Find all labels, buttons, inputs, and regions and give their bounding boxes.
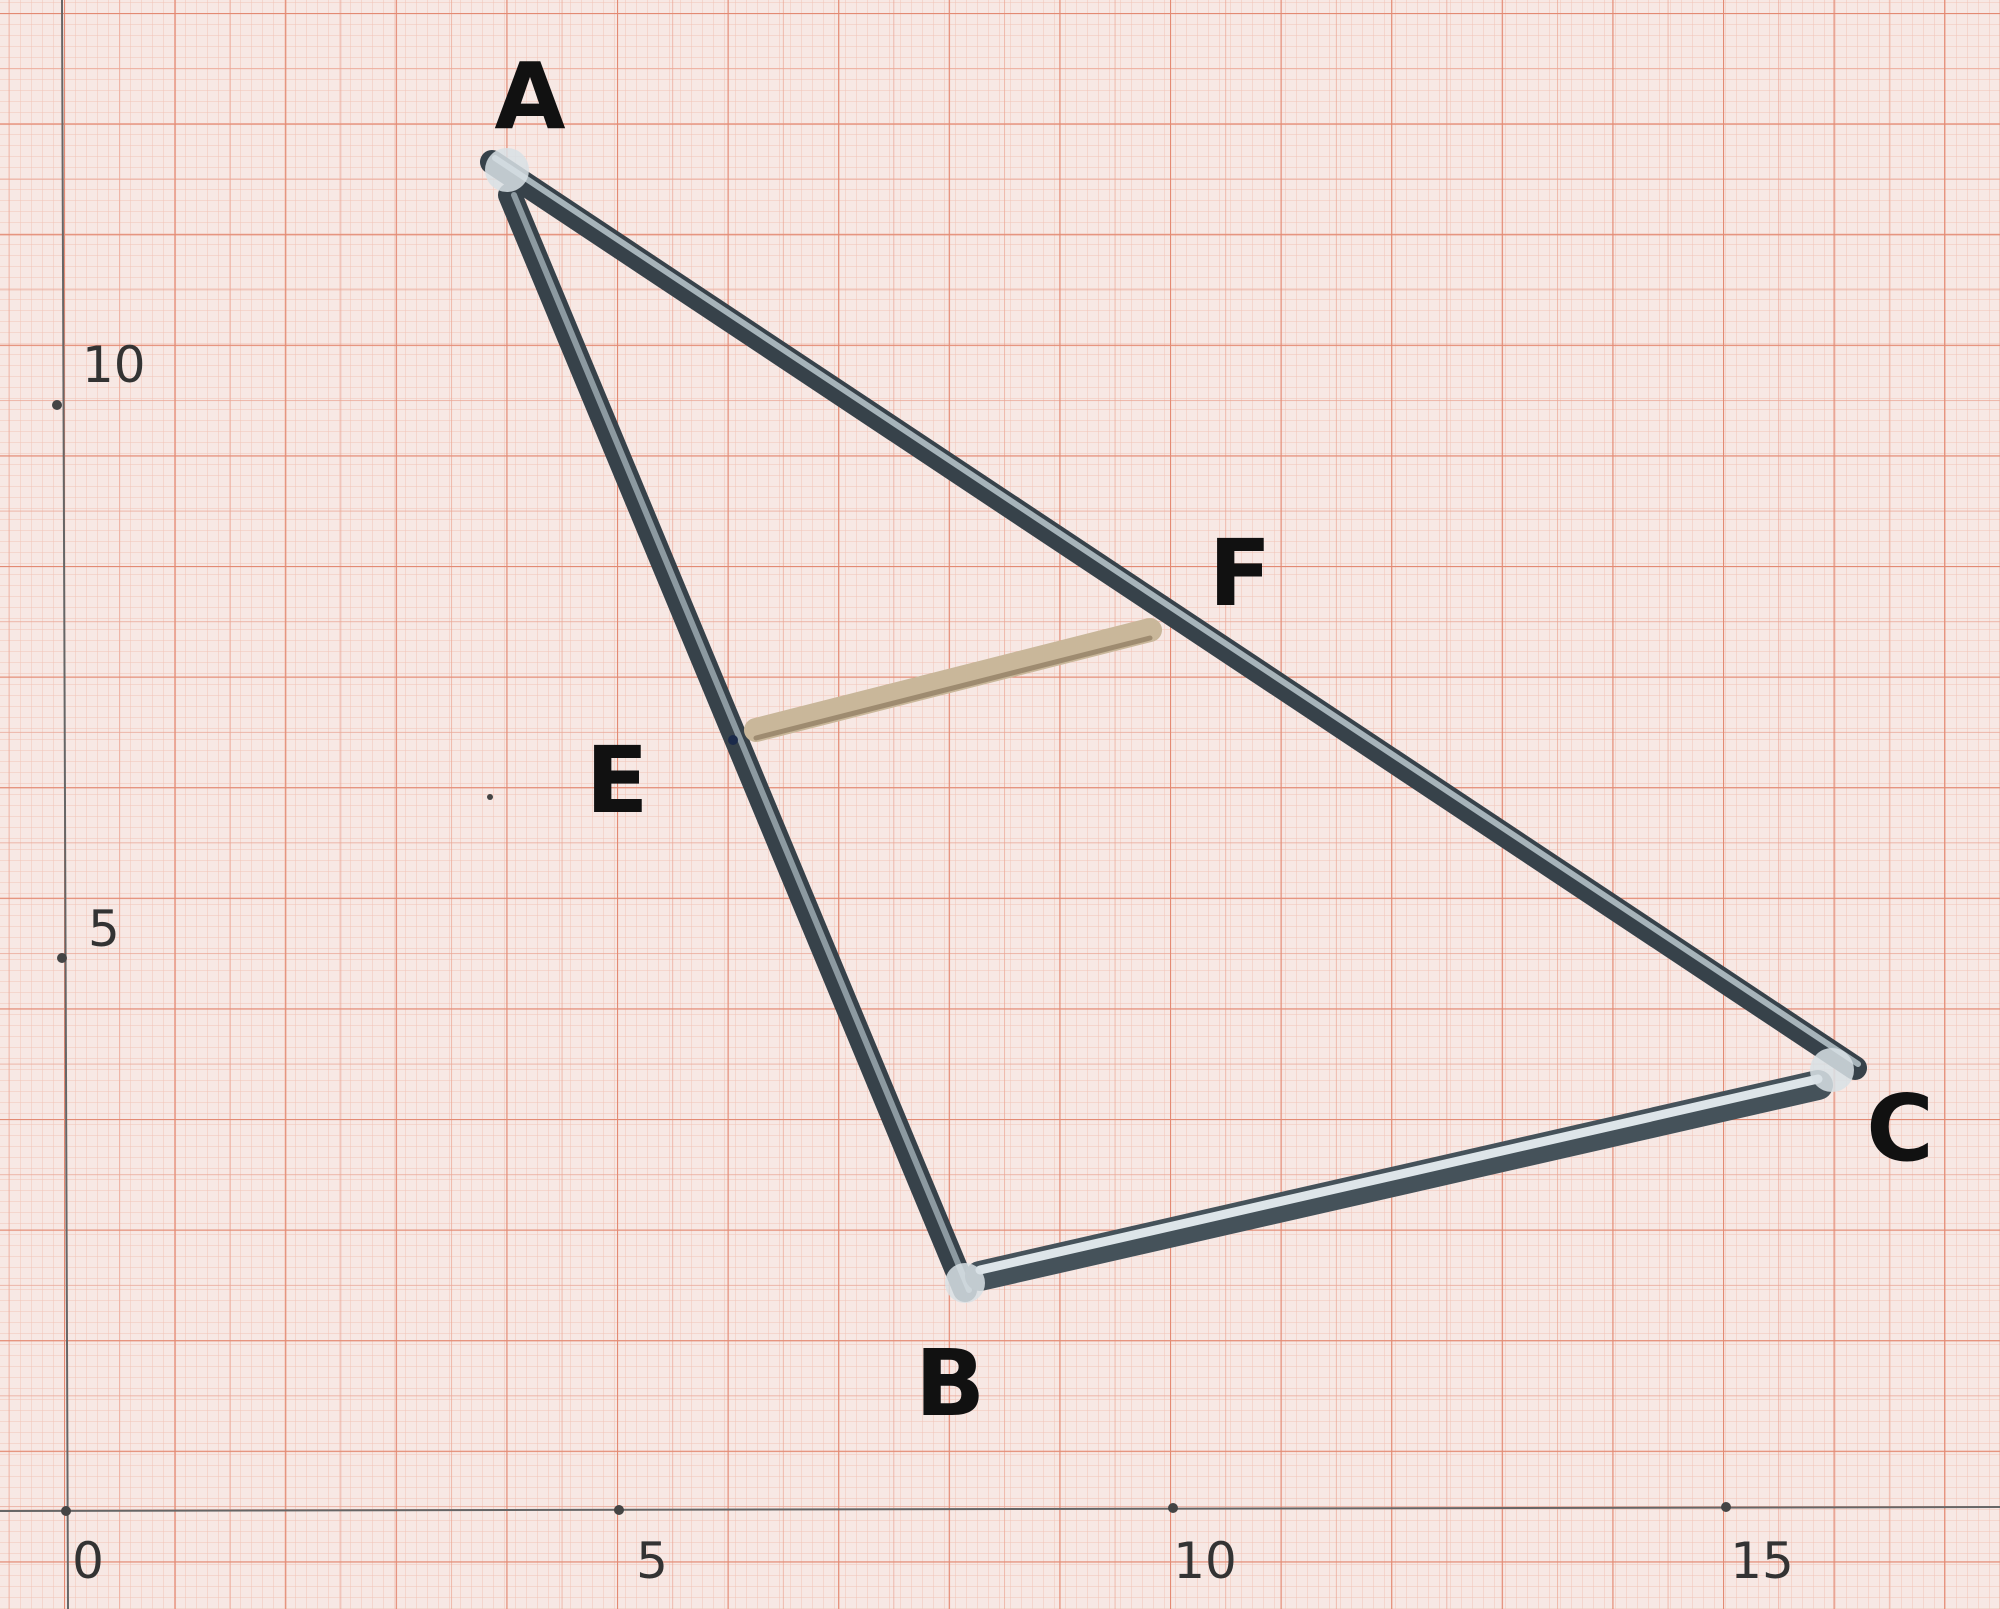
y-tick-label-10: 10 [82, 336, 146, 394]
x-tick-10-dot [1168, 1503, 1178, 1513]
x-tick-label-0: 0 [72, 1532, 104, 1590]
x-tick-label-15: 15 [1730, 1532, 1794, 1590]
origin-dot [61, 1506, 71, 1516]
joint-a [485, 148, 529, 192]
stick-ef [744, 618, 1162, 742]
y-tick-5-dot [57, 953, 67, 963]
y-tick-10-dot [52, 400, 62, 410]
rod-ab-highlight [511, 192, 972, 1293]
label-e: E [586, 727, 649, 834]
x-tick-label-10: 10 [1173, 1532, 1237, 1590]
x-tick-15-dot [1721, 1502, 1731, 1512]
y-tick-label-5: 5 [88, 900, 120, 958]
joint-b [945, 1263, 985, 1303]
label-a: A [494, 43, 565, 150]
x-tick-5-dot [614, 1505, 624, 1515]
label-f: F [1209, 520, 1272, 627]
joint-c [1810, 1048, 1854, 1092]
rod-ac [480, 150, 1867, 1080]
rod-ac-highlight [492, 155, 1861, 1067]
x-axis [0, 1506, 2000, 1512]
stray-dot [487, 794, 493, 800]
marker-e [728, 735, 738, 745]
x-tick-label-5: 5 [636, 1532, 668, 1590]
label-c: C [1866, 1075, 1934, 1182]
rod-ab [498, 183, 977, 1302]
triangle-frame [480, 148, 1867, 1303]
stick-ef-shade [753, 635, 1153, 741]
label-b: B [915, 1330, 985, 1437]
rod-bc-highlight [975, 1074, 1823, 1275]
rod-bc [965, 1070, 1833, 1291]
y-axis [61, 0, 69, 1609]
